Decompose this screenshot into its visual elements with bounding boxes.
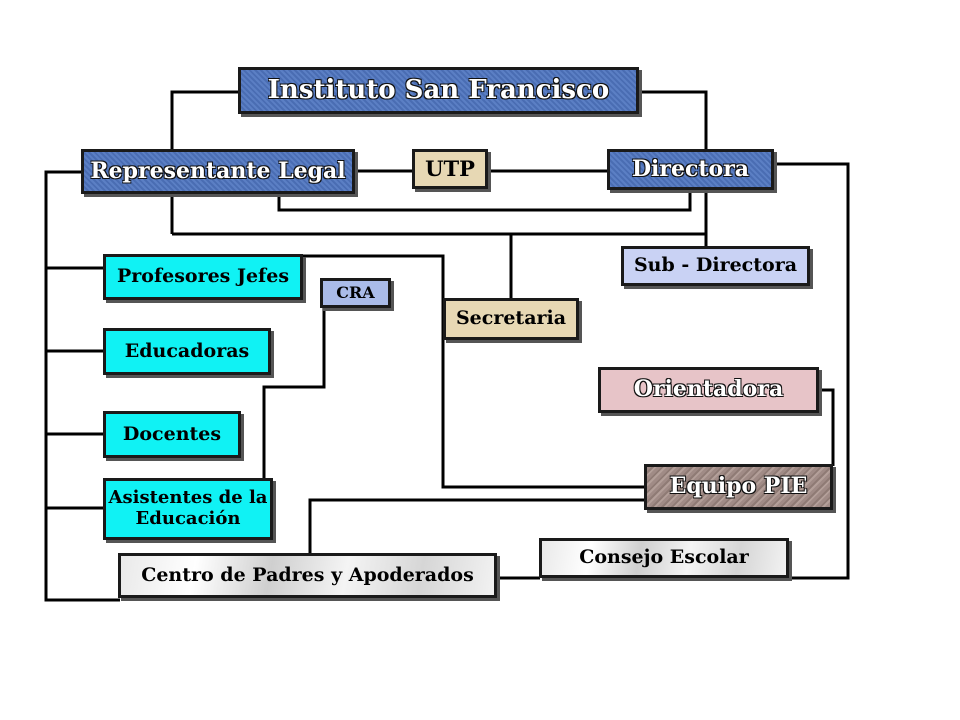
line-profesores-pie xyxy=(302,254,645,489)
node-orientadora: Orientadora xyxy=(598,367,819,413)
line-instituto-directora xyxy=(638,90,708,152)
node-cra: CRA xyxy=(320,278,391,308)
node-utp: UTP xyxy=(412,149,488,189)
line-instituto-representante xyxy=(170,90,240,152)
line-rep-dir-bracket xyxy=(277,190,692,212)
node-centro-padres: Centro de Padres y Apoderados xyxy=(118,553,497,598)
node-representante-legal: Representante Legal xyxy=(81,149,355,194)
node-docentes: Docentes xyxy=(103,411,241,458)
line-orientadora-pie xyxy=(818,388,835,466)
node-instituto: Instituto San Francisco xyxy=(238,67,639,114)
node-sub-directora: Sub - Directora xyxy=(621,246,810,286)
line-left-bus xyxy=(44,170,120,602)
node-equipo-pie: Equipo PIE xyxy=(644,464,833,510)
line-right-bus xyxy=(773,162,850,580)
line-cra-asistentes xyxy=(262,308,326,480)
node-directora: Directora xyxy=(607,149,774,190)
node-asistentes-educacion: Asistentes de la Educación xyxy=(103,478,273,540)
node-secretaria: Secretaria xyxy=(443,298,579,340)
node-educadoras: Educadoras xyxy=(103,328,271,375)
line-pie-centro xyxy=(308,498,645,555)
node-consejo-escolar: Consejo Escolar xyxy=(539,538,789,578)
node-profesores-jefes: Profesores Jefes xyxy=(103,254,303,300)
